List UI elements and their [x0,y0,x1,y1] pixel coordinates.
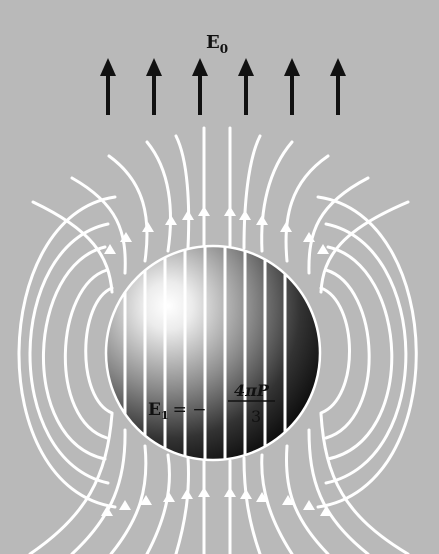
line-arrowhead-18 [256,492,268,502]
line-arrowhead-23 [101,506,113,516]
line-arrowhead-14 [224,487,236,497]
line-arrowhead-12 [317,244,329,254]
line-arrowhead-16 [240,489,252,499]
line-arrowhead-3 [182,210,194,220]
line-arrowhead-17 [163,492,175,502]
field-line-bottom-12 [319,412,410,554]
field-line-bottom-11 [28,412,114,554]
field-line-top-10 [307,176,370,275]
side-loop-left-3 [41,245,107,461]
field-line-top-11 [31,200,114,294]
field-line-top-12 [319,200,410,294]
side-loop-right-2 [324,268,371,440]
line-arrowhead-19 [140,495,152,505]
field-line-top-6 [260,140,294,253]
side-loop-left-1 [84,286,114,415]
line-arrowhead-1 [198,206,210,216]
side-loop-right-5 [316,195,418,509]
line-arrowhead-6 [256,215,268,225]
line-arrowhead-8 [280,222,292,232]
field-arrow-1 [100,58,116,115]
line-arrowhead-9 [120,232,132,242]
line-arrowhead-5 [165,215,177,225]
side-loop-left-2 [63,268,109,440]
line-arrowhead-15 [181,489,193,499]
field-line-bottom-8 [285,444,330,554]
field-line-bottom-7 [109,444,148,554]
internal-field-label: E1= − [148,400,207,422]
line-arrowhead-22 [303,500,315,510]
internal-field-numerator: 4πP [234,381,270,400]
line-arrowhead-13 [198,487,210,497]
field-arrow-4 [238,58,254,115]
field-line-top-8 [284,154,330,263]
field-line-top-3 [174,134,191,250]
field-line-top-5 [145,140,172,253]
side-loop-left-4 [28,222,110,485]
field-line-arrowheads [101,206,332,516]
internal-field-denominator: 3 [251,407,261,426]
field-line-bottom-3 [174,456,190,554]
side-loop-right-3 [326,245,394,461]
external-field-label: E0 [206,32,228,56]
sphere-outline [104,244,322,462]
internal-field-lines [123,246,287,460]
side-loop-left-5 [17,195,117,509]
line-arrowhead-4 [239,210,251,220]
external-field-lines [17,126,418,554]
line-arrowhead-7 [142,222,154,232]
line-arrowhead-11 [104,244,116,254]
field-arrow-2 [146,58,162,115]
field-line-bottom-10 [307,428,370,554]
line-arrowhead-21 [119,500,131,510]
external-field-arrows [100,58,346,115]
line-arrowhead-2 [224,206,236,216]
field-line-top-4 [242,134,262,250]
field-line-bottom-9 [70,428,127,554]
field-line-bottom-5 [145,453,171,554]
side-loop-right-4 [324,222,408,485]
field-line-top-9 [70,176,127,275]
field-arrow-3 [192,58,208,115]
line-arrowhead-10 [303,232,315,242]
field-line-bottom-6 [260,453,294,554]
side-loop-right-1 [319,286,351,415]
field-arrow-5 [284,58,300,115]
field-arrow-6 [330,58,346,115]
field-line-top-7 [107,154,149,263]
field-line-bottom-4 [242,456,262,554]
line-arrowhead-20 [282,495,294,505]
line-arrowhead-24 [320,506,332,516]
